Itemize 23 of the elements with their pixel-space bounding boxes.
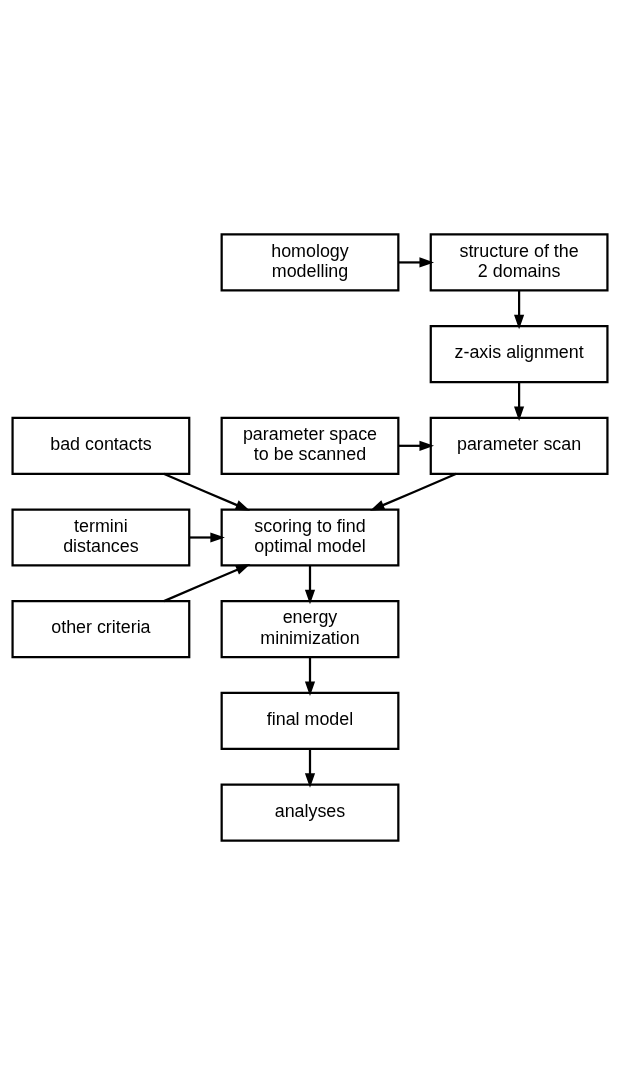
arrow: [398, 440, 435, 451]
node-box: final model: [220, 691, 400, 750]
node-box: z-axis alignment: [429, 325, 609, 384]
node-box: homology modelling: [220, 233, 400, 292]
arrow: [369, 472, 457, 511]
arrow: [514, 382, 525, 421]
node-box: parameter scan: [429, 416, 609, 475]
arrow: [163, 472, 251, 511]
arrow: [163, 564, 251, 603]
arrow: [304, 657, 316, 697]
node-box: scoring to find optimal model: [220, 508, 400, 567]
arrow: [304, 565, 316, 605]
arrow: [398, 257, 434, 268]
node-box: termini distances: [11, 508, 191, 567]
node-box: analyses: [220, 783, 400, 842]
node-box: bad contacts: [11, 416, 191, 475]
node-box: parameter space to be scanned: [220, 416, 400, 475]
arrow: [304, 748, 316, 788]
arrow: [189, 532, 225, 543]
node-box: other criteria: [11, 600, 191, 659]
arrow: [514, 290, 525, 330]
node-box: structure of the 2 domains: [429, 233, 609, 292]
node-box: energy minimization: [220, 600, 400, 659]
